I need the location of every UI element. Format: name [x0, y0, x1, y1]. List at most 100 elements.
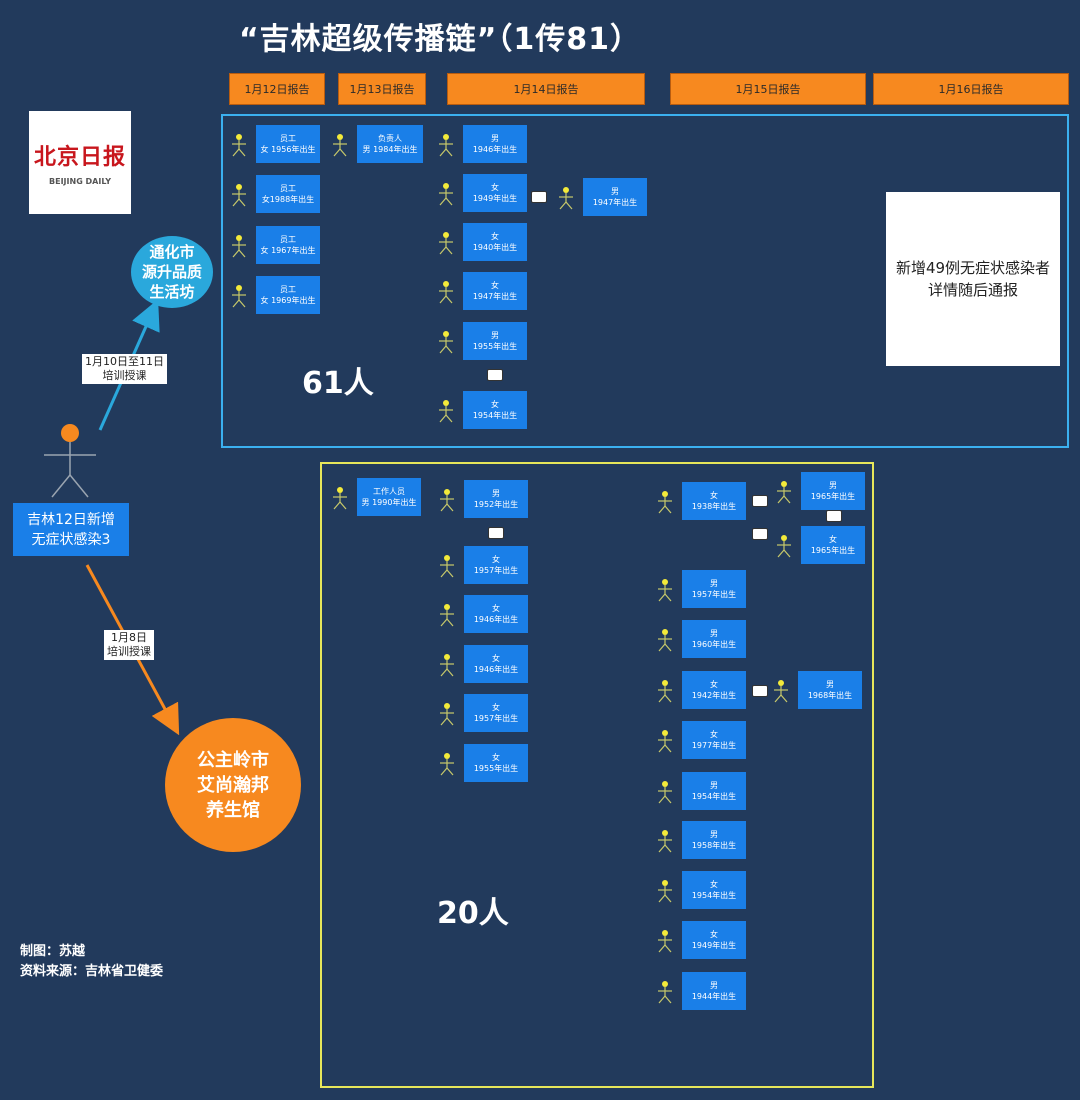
header-jan15: 1月15日报告 [670, 73, 866, 105]
source-line2: 无症状感染3 [31, 531, 111, 548]
relation-tag-icon [752, 685, 768, 697]
case-birth: 1954年出生 [472, 411, 518, 420]
source-person-icon [44, 424, 96, 498]
label-down-date: 1月8日 [111, 631, 147, 644]
label-tonghua-training: 1月10日至11日 培训授课 [82, 354, 167, 384]
bottom-case-box: 男 1960年出生 [682, 620, 746, 658]
header-jan16: 1月16日报告 [873, 73, 1069, 105]
top-case-box: 女 1949年出生 [463, 174, 527, 212]
note-line1: 新增49例无症状感染者 [895, 259, 1051, 277]
case-birth: 1957年出生 [473, 566, 519, 575]
top-case-box: 员工女1988年出生 [256, 175, 320, 213]
source-line1: 吉林12日新增 [27, 511, 115, 528]
case-birth: 1965年出生 [810, 546, 856, 555]
case-role: 男 [491, 331, 499, 340]
person-icon [439, 183, 453, 206]
case-role: 女 [710, 930, 718, 939]
person-icon [232, 184, 246, 207]
person-icon [658, 981, 672, 1004]
tonghua-line3: 生活坊 [149, 283, 195, 301]
tonghua-cluster-frame [221, 114, 1069, 448]
person-icon [232, 235, 246, 258]
person-icon [333, 134, 347, 157]
case-role: 女 [710, 880, 718, 889]
case-role: 男 [826, 680, 834, 689]
case-role: 员工 [280, 134, 296, 143]
person-icon [658, 730, 672, 753]
beijing-daily-logo: 北京日报 BEIJING DAILY [29, 111, 131, 214]
logo-english: BEIJING DAILY [49, 177, 111, 186]
person-icon [658, 491, 672, 514]
person-icon [440, 753, 454, 776]
person-icon [333, 487, 347, 510]
case-birth: 1957年出生 [473, 714, 519, 723]
tonghua-venue-circle: 通化市 源升品质 生活坊 [131, 236, 213, 308]
person-icon [439, 232, 453, 255]
gongzhuling-line2: 艾尚瀚邦 [197, 774, 269, 796]
case-birth: 1954年出生 [691, 891, 737, 900]
case-birth: 1960年出生 [691, 640, 737, 649]
case-birth: 1977年出生 [691, 741, 737, 750]
person-icon [658, 930, 672, 953]
case-birth: 女1988年出生 [261, 195, 315, 204]
case-birth: 女 1967年出生 [260, 246, 316, 255]
person-icon [440, 555, 454, 578]
relation-tag-icon [752, 528, 768, 540]
case-birth: 1968年出生 [807, 691, 853, 700]
case-birth: 1965年出生 [810, 492, 856, 501]
credit-source: 资料来源：吉林省卫健委 [20, 964, 164, 979]
top-case-box: 员工女 1956年出生 [256, 125, 320, 163]
case-role: 男 [710, 781, 718, 790]
case-birth: 男 1990年出生 [361, 498, 417, 507]
case-role: 工作人员 [373, 487, 405, 496]
case-role: 女 [710, 491, 718, 500]
case-role: 女 [491, 183, 499, 192]
person-icon [439, 281, 453, 304]
source-case-box: 吉林12日新增 无症状感染3 [13, 503, 129, 556]
case-birth: 1946年出生 [472, 145, 518, 154]
bottom-cluster-count: 20人 [437, 896, 509, 931]
header-jan14: 1月14日报告 [447, 73, 645, 105]
top-case-box: 员工女 1967年出生 [256, 226, 320, 264]
case-birth: 女 1969年出生 [260, 296, 316, 305]
header-jan13: 1月13日报告 [338, 73, 426, 105]
credits: 制图：苏越 资料来源：吉林省卫健委 [20, 942, 163, 982]
relation-tag-icon [826, 510, 842, 522]
relation-tag-icon [752, 495, 768, 507]
label-down-text: 培训授课 [107, 645, 151, 658]
label-gongzhuling-training: 1月8日 培训授课 [104, 630, 154, 660]
person-icon [559, 187, 573, 210]
tonghua-line2: 源升品质 [141, 263, 202, 281]
note-line2: 详情随后通报 [927, 281, 1018, 299]
top-case-box: 员工女 1969年出生 [256, 276, 320, 314]
case-role: 男 [492, 489, 500, 498]
gongzhuling-line1: 公主岭市 [197, 749, 269, 771]
gongzhuling-cluster-frame [320, 462, 874, 1088]
case-birth: 1947年出生 [592, 198, 638, 207]
case-role: 男 [710, 629, 718, 638]
relation-tag-icon [531, 191, 547, 203]
person-icon [439, 400, 453, 423]
case-birth: 女 1956年出生 [260, 145, 316, 154]
label-up-date: 1月10日至11日 [85, 355, 164, 368]
case-birth: 1949年出生 [472, 194, 518, 203]
case-birth: 1955年出生 [473, 764, 519, 773]
case-birth: 男 1984年出生 [362, 145, 418, 154]
bottom-case-box: 男 1968年出生 [798, 671, 862, 709]
case-birth: 1940年出生 [472, 243, 518, 252]
person-icon [232, 134, 246, 157]
person-icon [658, 781, 672, 804]
credit-maker: 制图：苏越 [20, 944, 86, 959]
case-birth: 1954年出生 [691, 792, 737, 801]
case-role: 女 [492, 654, 500, 663]
case-birth: 1957年出生 [691, 590, 737, 599]
